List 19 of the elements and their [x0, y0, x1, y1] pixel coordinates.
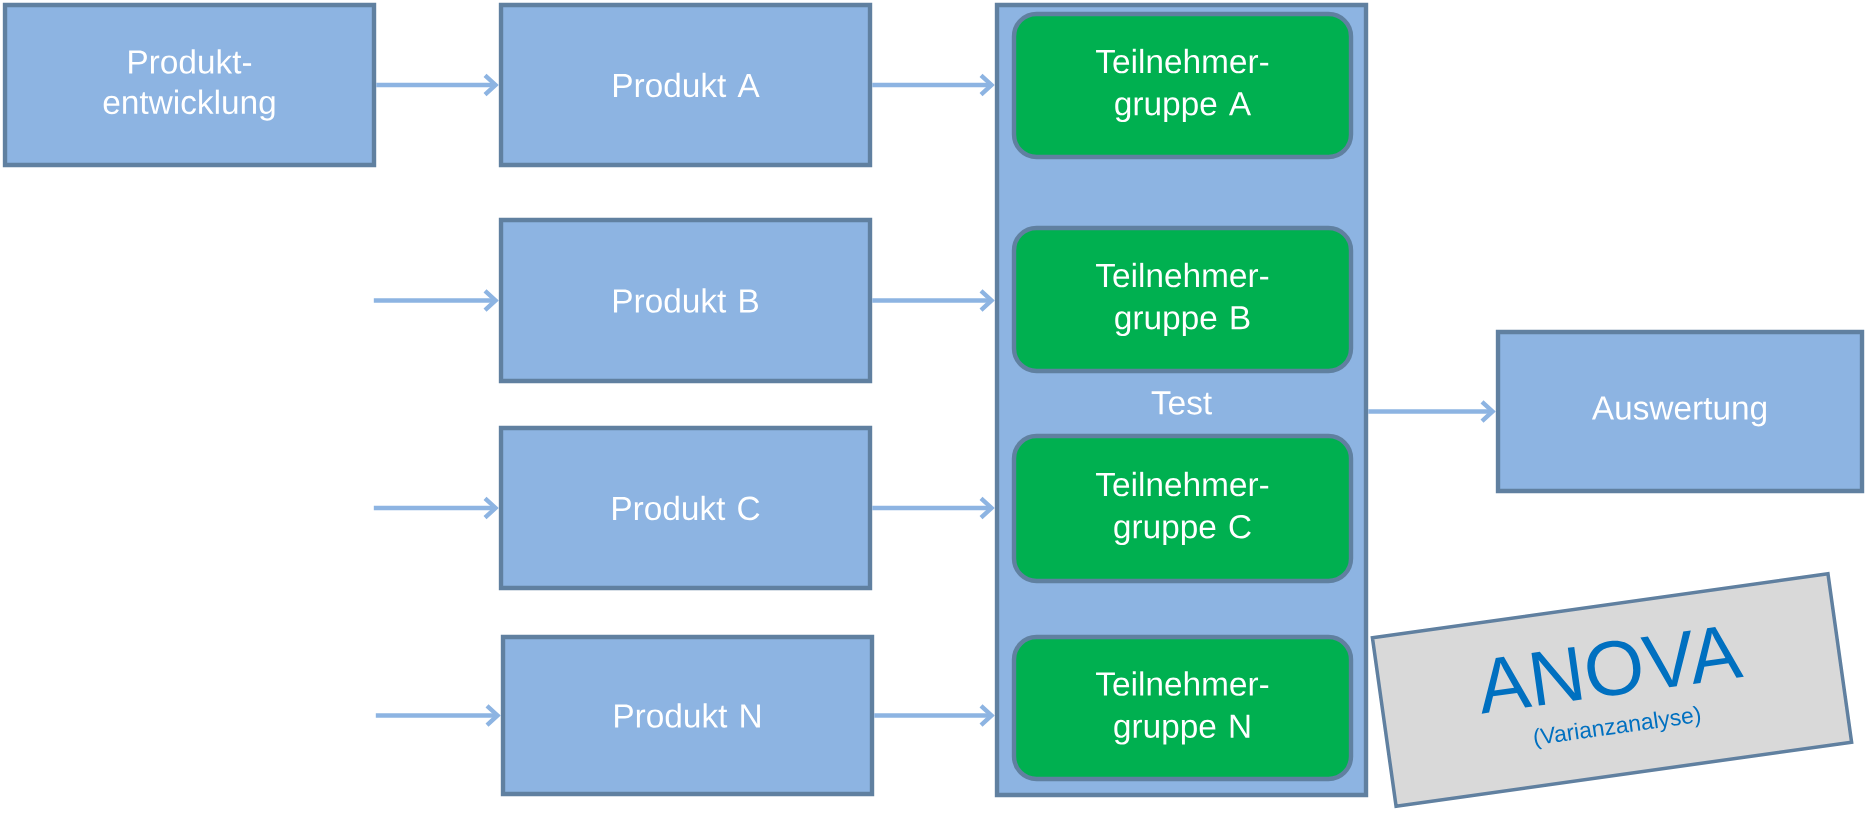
arrow [1368, 400, 1496, 423]
group-box: Teilnehmer- gruppe C [1011, 433, 1354, 584]
arrow [373, 496, 499, 520]
process-box: Auswertung [1495, 329, 1865, 494]
arrow [376, 73, 499, 97]
process-box: Produkt B [498, 217, 873, 384]
arrow [872, 289, 995, 312]
arrow [373, 289, 499, 312]
process-box: Produkt A [498, 2, 873, 168]
group-box: Teilnehmer- gruppe N [1011, 634, 1354, 782]
arrow [872, 496, 995, 520]
arrow [872, 73, 995, 97]
arrow [375, 704, 501, 727]
process-box: Produkt- entwicklung [2, 2, 377, 168]
group-box: Teilnehmer- gruppe A [1011, 11, 1354, 160]
arrow [874, 704, 995, 727]
process-box: Produkt C [498, 425, 873, 591]
process-box: Produkt N [500, 634, 875, 797]
group-box: Teilnehmer- gruppe B [1011, 225, 1354, 374]
